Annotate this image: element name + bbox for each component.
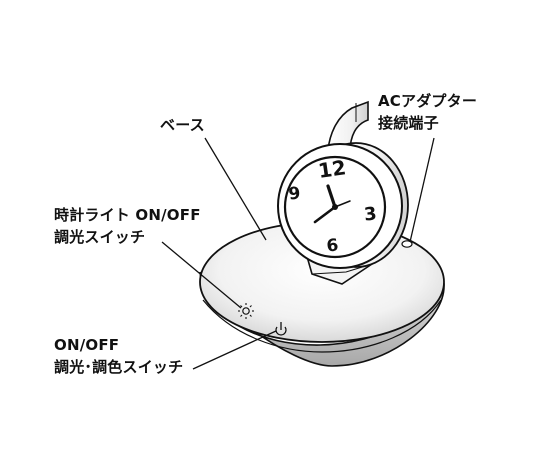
leader-lines (161, 137, 435, 370)
ac-adapter-label-line1: ACアダプター (378, 92, 478, 110)
clock-hands (313, 184, 351, 224)
clock-light-label-line2: 調光スイッチ (54, 228, 146, 246)
clock-numeral-3: 3 (363, 203, 378, 225)
onoff-label-line2: 調光･調色スイッチ (54, 358, 184, 376)
base-label-text: ベース (160, 116, 205, 134)
power-switch (275, 322, 287, 336)
leader-line-ac-adapter (409, 137, 435, 243)
ac-adapter-label-line2: 接続端子 (378, 114, 439, 132)
ac-adapter-label: ACアダプター 接続端子 (378, 90, 477, 134)
leader-line-clock-light (161, 241, 242, 309)
clock-numeral-9: 9 (288, 183, 302, 204)
clock-light-switch-label: 時計ライト ON/OFF 調光スイッチ (54, 204, 201, 248)
leader-line-onoff (192, 330, 277, 370)
clock-light-switch (238, 303, 254, 319)
clock-numeral-12: 12 (317, 155, 348, 183)
clock-body: 12 3 6 9 (277, 142, 409, 269)
base-label: ベース (160, 114, 205, 136)
lamp-neck (327, 100, 369, 153)
clock-numeral-6: 6 (326, 235, 340, 256)
onoff-switch-label: ON/OFF 調光･調色スイッチ (54, 334, 183, 378)
leader-line-base (204, 137, 267, 241)
clock-light-label-line1: 時計ライト ON/OFF (54, 206, 201, 224)
ac-adapter-port (401, 240, 413, 248)
clock-dial: 12 3 6 9 (288, 155, 378, 256)
onoff-label-line1: ON/OFF (54, 336, 120, 354)
